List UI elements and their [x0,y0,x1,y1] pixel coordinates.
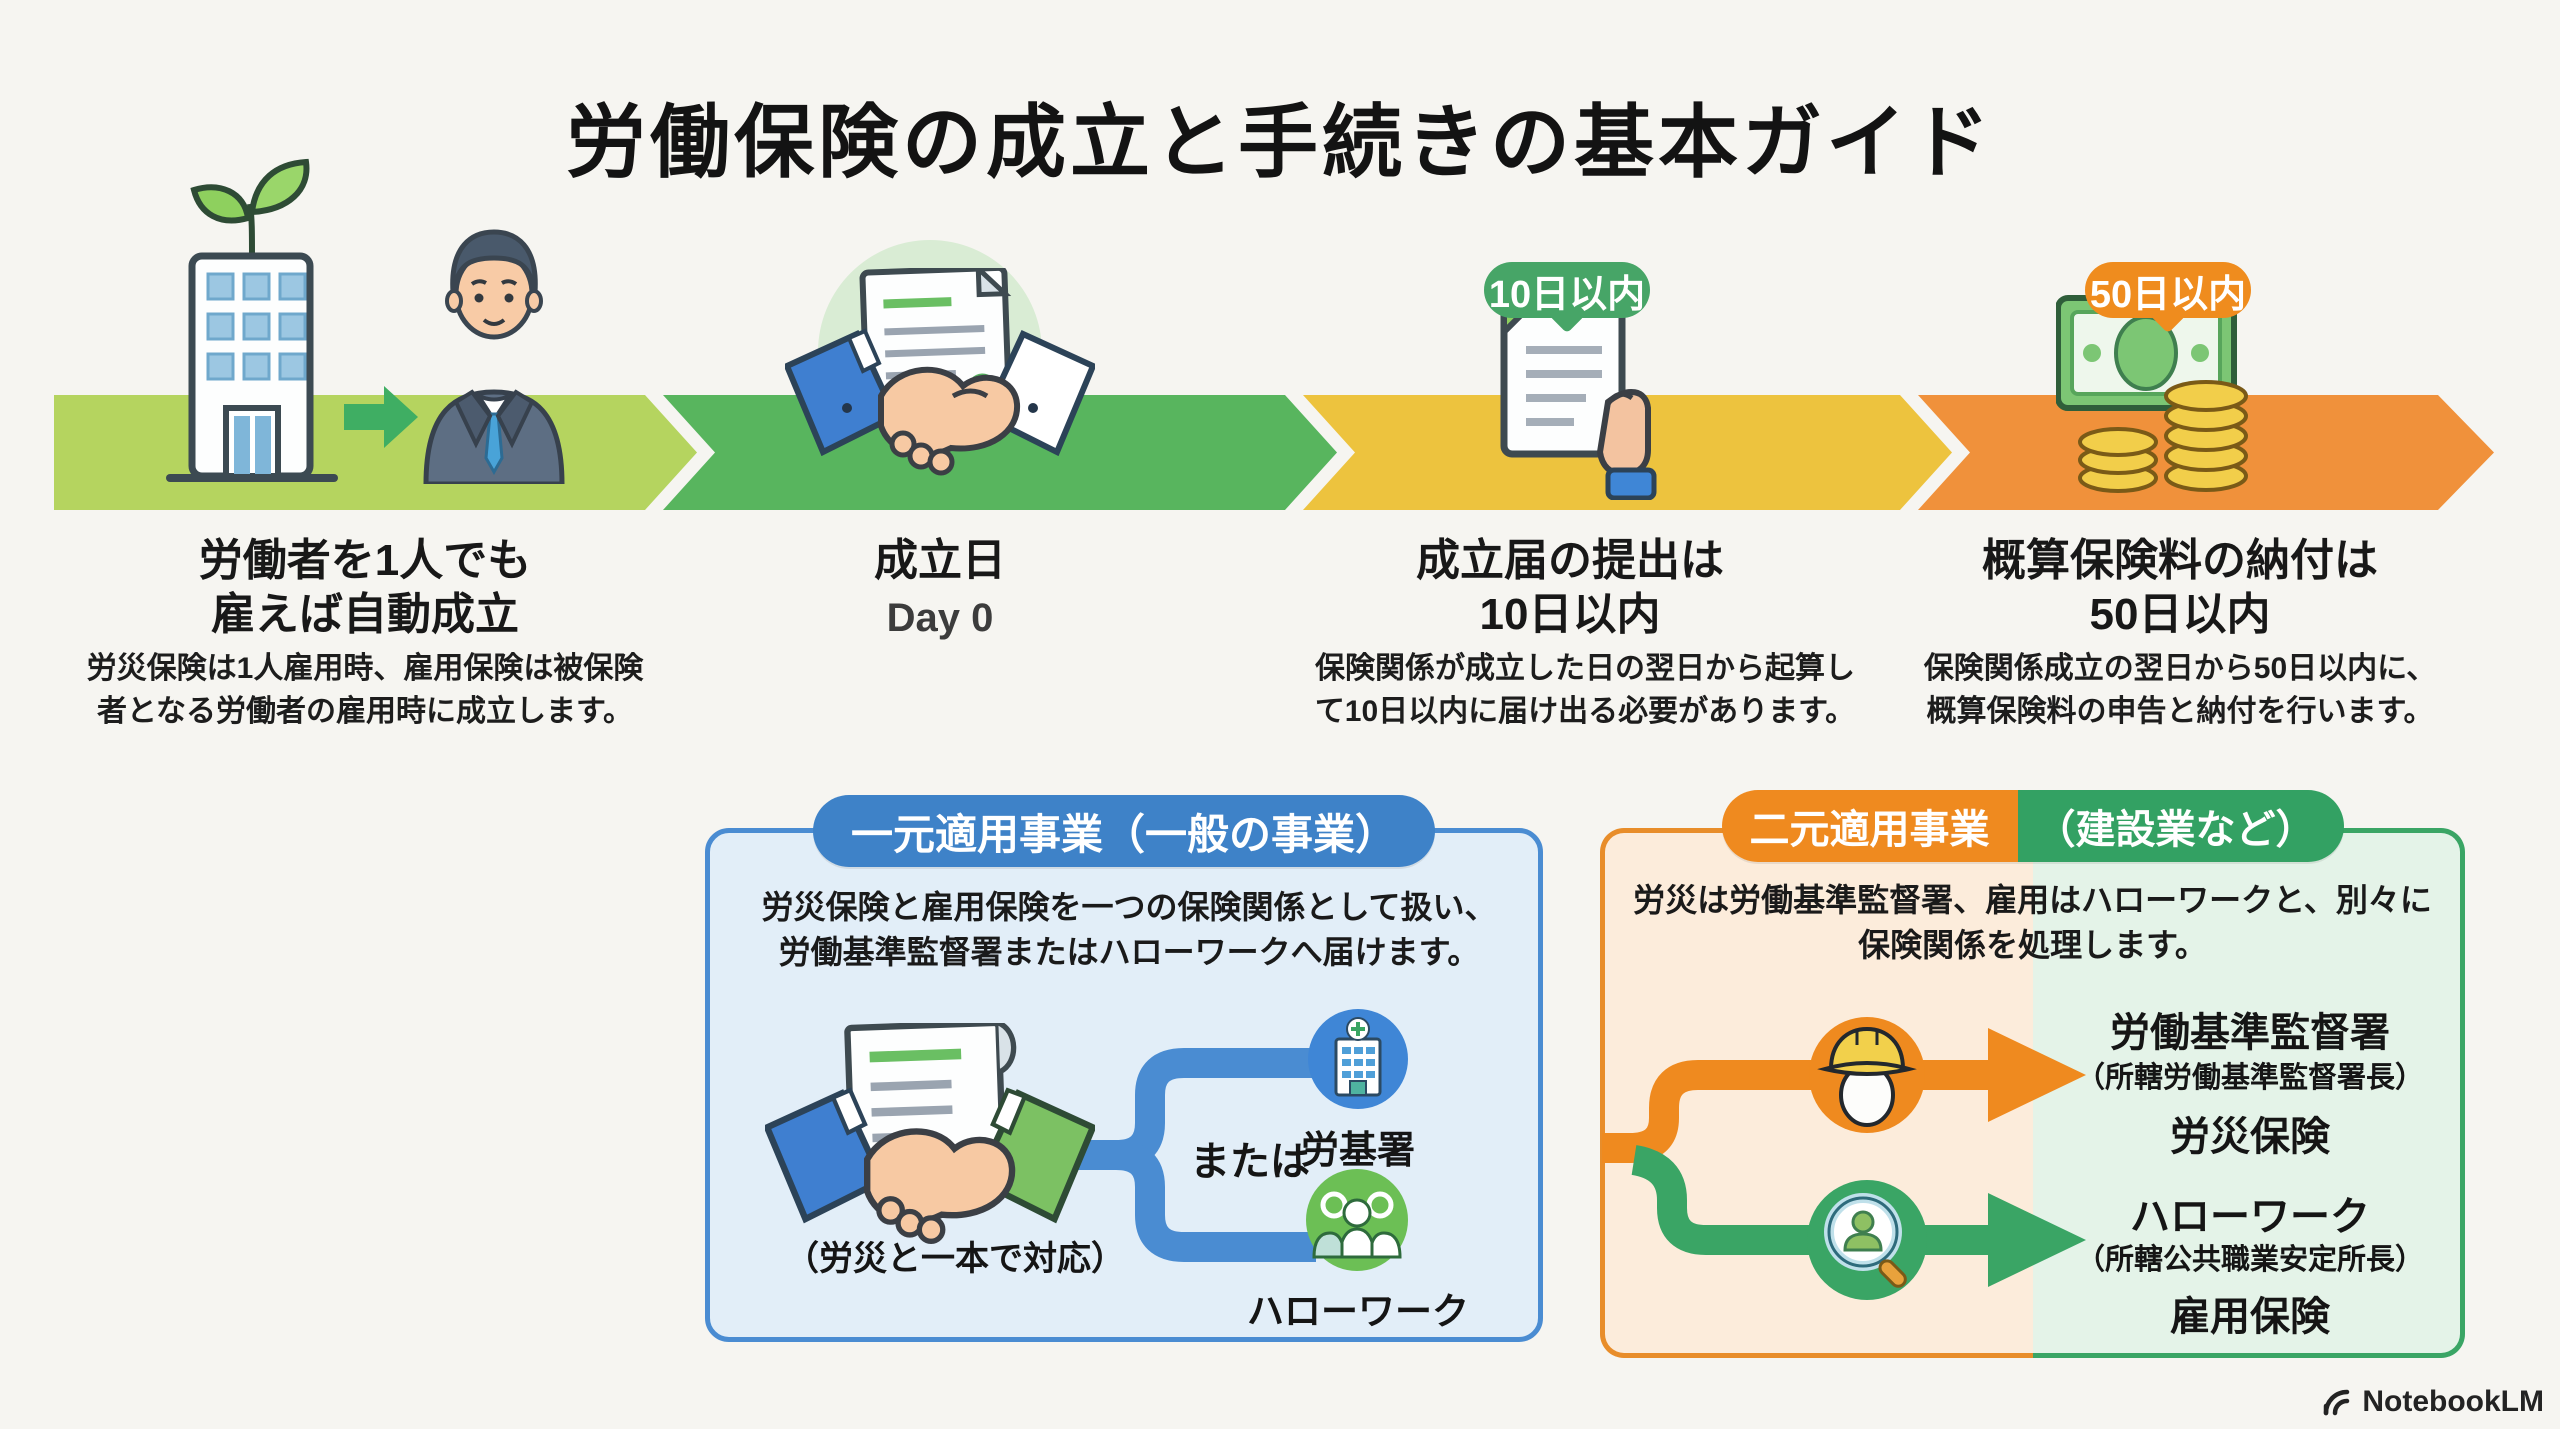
nigen-box-header: 二元適用事業 （建設業など） [1721,790,2344,862]
nigen-box-description: 労災は労働基準監督署、雇用はハローワークと、別々に 保険関係を処理します。 [1633,882,2432,964]
nigen-dest1-type: 労災保険 [2170,1115,2330,1159]
step1-title: 労働者を1人でも 雇えば自動成立 [198,536,532,639]
magnifier-person-icon [1824,1193,1907,1288]
roukisho-label: 労基署 [1300,1130,1415,1172]
step1-description: 労災保険は1人雇用時、雇用保険は被保険 者となる労働者の雇用時に成立します。 [86,652,644,728]
deadline-badge-10days: 10日以内 [1484,262,1650,318]
businessman-icon [423,229,565,484]
nigen-dest2-name: ハローワーク [2130,1195,2370,1239]
step4-title: 概算保険料の納付は 50日以内 [1982,536,2378,639]
money-payment-icon [2056,295,2248,493]
step2-day-label: Day 0 [886,595,994,640]
nigen-header-right: （建設業など） [2017,790,2344,862]
step3-title: 成立届の提出は 10日以内 [1416,536,1724,639]
arrow-right-icon [344,386,418,448]
page-title: 労働保険の成立と手続きの基本ガイド [566,98,1994,187]
nigen-dest2-type: 雇用保険 [2170,1295,2330,1339]
nigen-box: 二元適用事業 （建設業など） 労災は労働基準監督署、雇用はハローワークと、別々に… [1600,790,2465,1358]
footer-brand: NotebookLM [2322,1385,2544,1419]
nigen-header-left: 二元適用事業 [1721,790,2018,862]
nigen-box-right-half [2033,828,2465,1358]
nigen-dest2-sub: （所轄公共職業安定所長） [2075,1244,2424,1276]
company-building-icon [166,158,338,482]
ichigen-box-header: 一元適用事業（一般の事業） [812,795,1436,867]
notebooklm-icon [2324,1389,2350,1416]
gov-building-icon [1334,1017,1382,1097]
deadline-badge-50days: 50日以内 [2085,262,2251,318]
contract-handshake-icon [785,268,1095,476]
hellowork-label: ハローワーク [1247,1291,1469,1332]
step3-description: 保険関係が成立した日の翌日から起算し て10日以内に届け出る必要があります。 [1314,652,1856,728]
helmet-worker-icon [1817,1026,1917,1127]
ichigen-caption: （労災と一本で対応） [785,1240,1125,1278]
roukisho-circle [1308,1009,1408,1109]
nigen-connectors [1602,1028,2086,1287]
worker-helmet-circle [1809,1017,1925,1133]
ichigen-or-label: または [1190,1140,1310,1184]
ichigen-box: 一元適用事業（一般の事業） 労災保険と雇用保険を一つの保険関係として扱い、 労働… [705,795,1543,1342]
deadline-badge-50days-label: 50日以内 [2089,273,2247,316]
step4-description: 保険関係成立の翌日から50日以内に、 概算保険料の申告と納付を行います。 [1923,652,2437,728]
footer-brand-label: NotebookLM [2362,1385,2544,1418]
deadline-badge-10days-label: 10日以内 [1488,273,1646,316]
nigen-dest1-sub: （所轄労働基準監督署長） [2075,1062,2424,1094]
hellowork-circle [1306,1169,1408,1271]
ichigen-box-description: 労災保険と雇用保険を一つの保険関係として扱い、 労働基準監督署またはハローワーク… [761,889,1497,971]
nigen-dest1-name: 労働基準監督署 [2110,1011,2390,1055]
ichigen-handshake-icon [765,1023,1095,1244]
people-group-icon [1312,1191,1402,1259]
step2-title: 成立日 Day 0 [640,534,1240,642]
job-search-circle [1807,1180,1927,1300]
ichigen-connector [1062,1048,1316,1262]
